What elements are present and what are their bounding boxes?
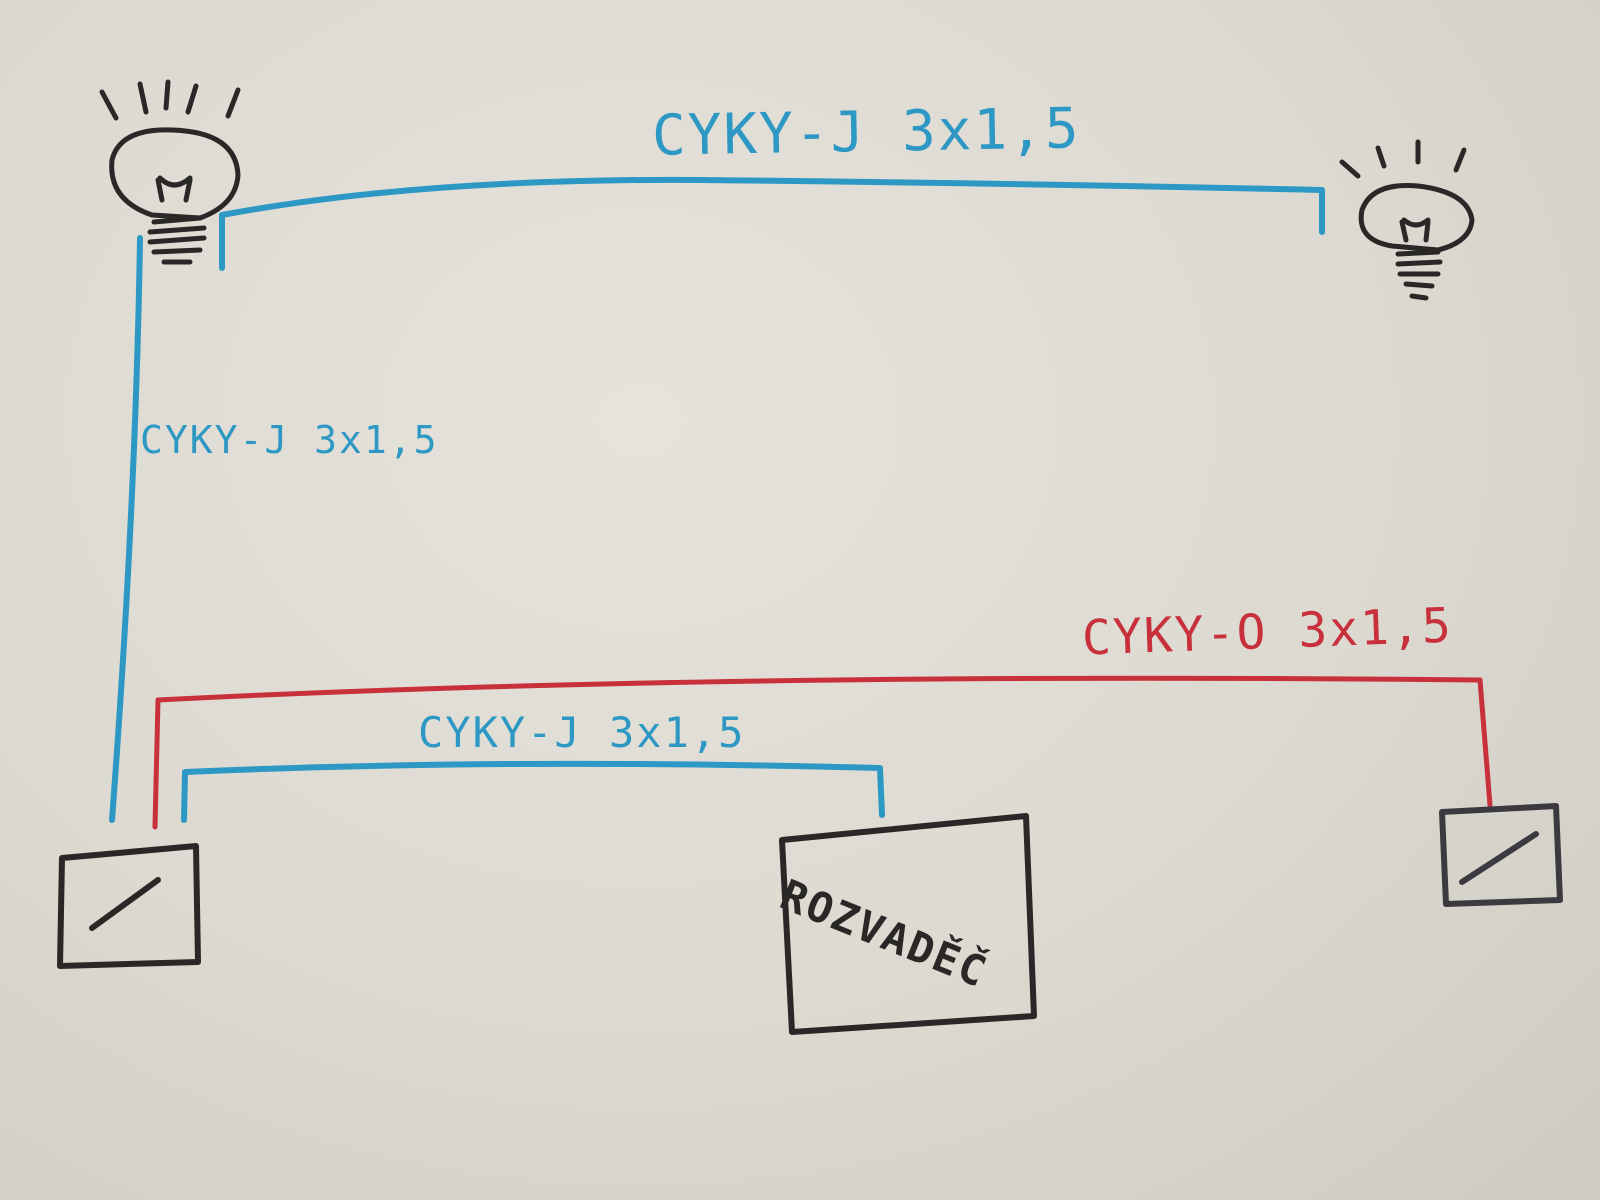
cable-label-top: CYKY-J 3x1,5 — [651, 96, 1082, 169]
cable-left-line — [109, 235, 143, 823]
cable-top-line — [219, 176, 1325, 271]
switch-icon — [57, 843, 201, 969]
cable-label-middle: CYKY-J 3x1,5 — [418, 708, 746, 757]
distribution-box — [779, 813, 1037, 1035]
light-bulb-icon — [99, 79, 241, 265]
cable-label-left: CYKY-J 3x1,5 — [140, 418, 439, 462]
switch-icon — [1439, 803, 1563, 907]
light-bulb-icon — [1339, 139, 1475, 301]
cable-middle-line — [181, 760, 885, 823]
cable-red-line — [152, 675, 1493, 830]
